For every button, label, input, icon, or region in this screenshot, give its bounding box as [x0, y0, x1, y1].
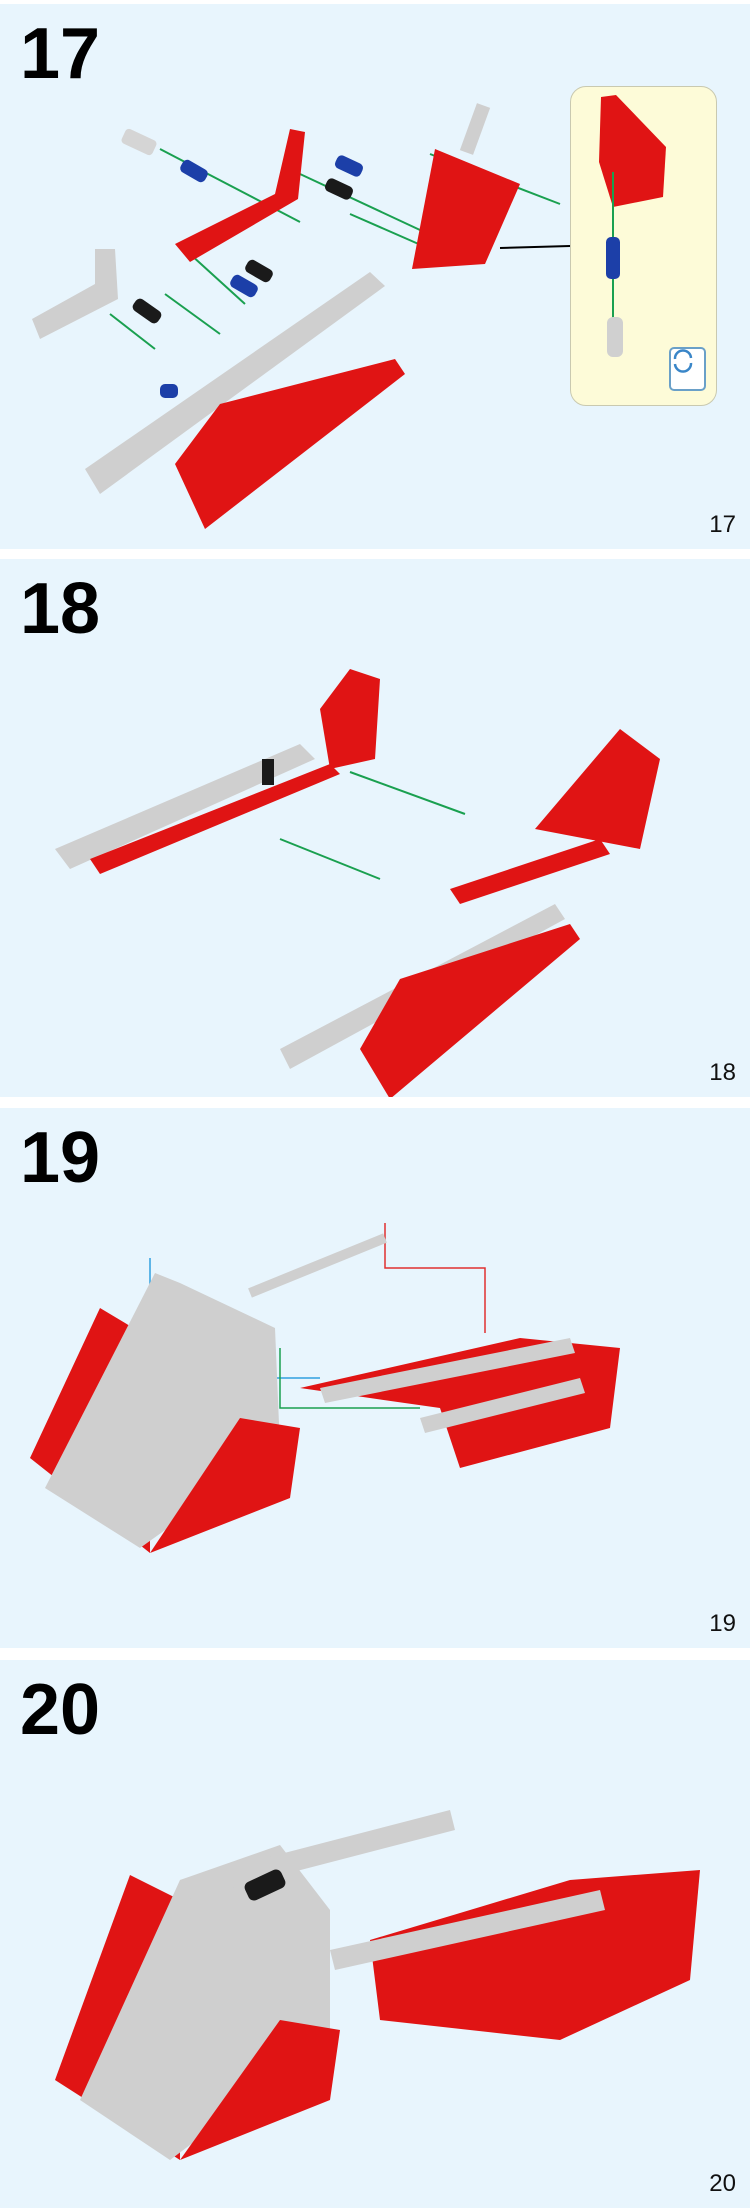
- black-connector: [244, 1869, 286, 1901]
- step-19-illustration: [30, 1223, 620, 1553]
- gray-pin-connector: [459, 103, 491, 155]
- red-guide-line: [384, 1223, 486, 1333]
- red-cone: [175, 359, 405, 529]
- page-number: 19: [709, 1610, 736, 1637]
- red-panel: [535, 729, 660, 849]
- blue-pin: [160, 384, 178, 398]
- step-18-panel: 18 18: [0, 559, 750, 1097]
- gray-long-beam: [85, 272, 385, 494]
- step-17-illustration: [32, 103, 571, 529]
- gray-pin-connector: [607, 317, 623, 357]
- step-20-panel: 20 20: [0, 1660, 750, 2208]
- page-number: 18: [709, 1059, 736, 1086]
- green-guide-line: [279, 1348, 420, 1409]
- red-panel: [599, 95, 666, 207]
- red-assembly: [300, 1338, 620, 1468]
- blue-pin: [606, 237, 620, 279]
- step-number: 17: [20, 14, 101, 94]
- step-19-panel: 19 19: [0, 1108, 750, 1648]
- red-beam: [450, 839, 610, 904]
- blue-pin: [230, 274, 258, 298]
- step-number: 20: [20, 1670, 101, 1750]
- blue-pin: [334, 155, 364, 177]
- gray-beam: [420, 1378, 585, 1433]
- gray-l-beam: [32, 249, 118, 339]
- black-pin: [324, 178, 354, 200]
- gray-axle: [248, 1233, 387, 1298]
- black-pin: [245, 259, 273, 283]
- gray-beam-assembly: [55, 744, 315, 869]
- red-wing-right: [180, 2020, 340, 2160]
- red-assembly: [370, 1870, 700, 2040]
- callout-pointer: [499, 245, 571, 249]
- red-bent-beam: [175, 129, 305, 262]
- step-20-illustration: [55, 1810, 700, 2160]
- step-number: 19: [20, 1118, 101, 1198]
- gray-beam: [320, 1338, 575, 1403]
- gray-axle-pin: [121, 128, 157, 156]
- gray-beam: [330, 1890, 605, 1970]
- black-pin: [262, 759, 274, 785]
- red-cone: [360, 924, 580, 1097]
- rotate-icon: [669, 347, 706, 391]
- step-18-illustration: [55, 669, 660, 1097]
- step-number: 18: [20, 569, 101, 649]
- gray-beam: [180, 1810, 455, 1900]
- step-17-panel: 17 17: [0, 4, 750, 549]
- red-arm: [320, 669, 380, 769]
- page-number: 20: [709, 2170, 736, 2197]
- red-wing-right: [150, 1418, 300, 1553]
- blue-pin: [180, 159, 208, 183]
- page-number: 17: [709, 511, 736, 538]
- green-arrows: [279, 771, 466, 880]
- red-panel: [412, 149, 520, 269]
- sub-assembly-callout: [570, 86, 717, 406]
- black-pin: [132, 298, 162, 324]
- red-beam: [90, 764, 340, 874]
